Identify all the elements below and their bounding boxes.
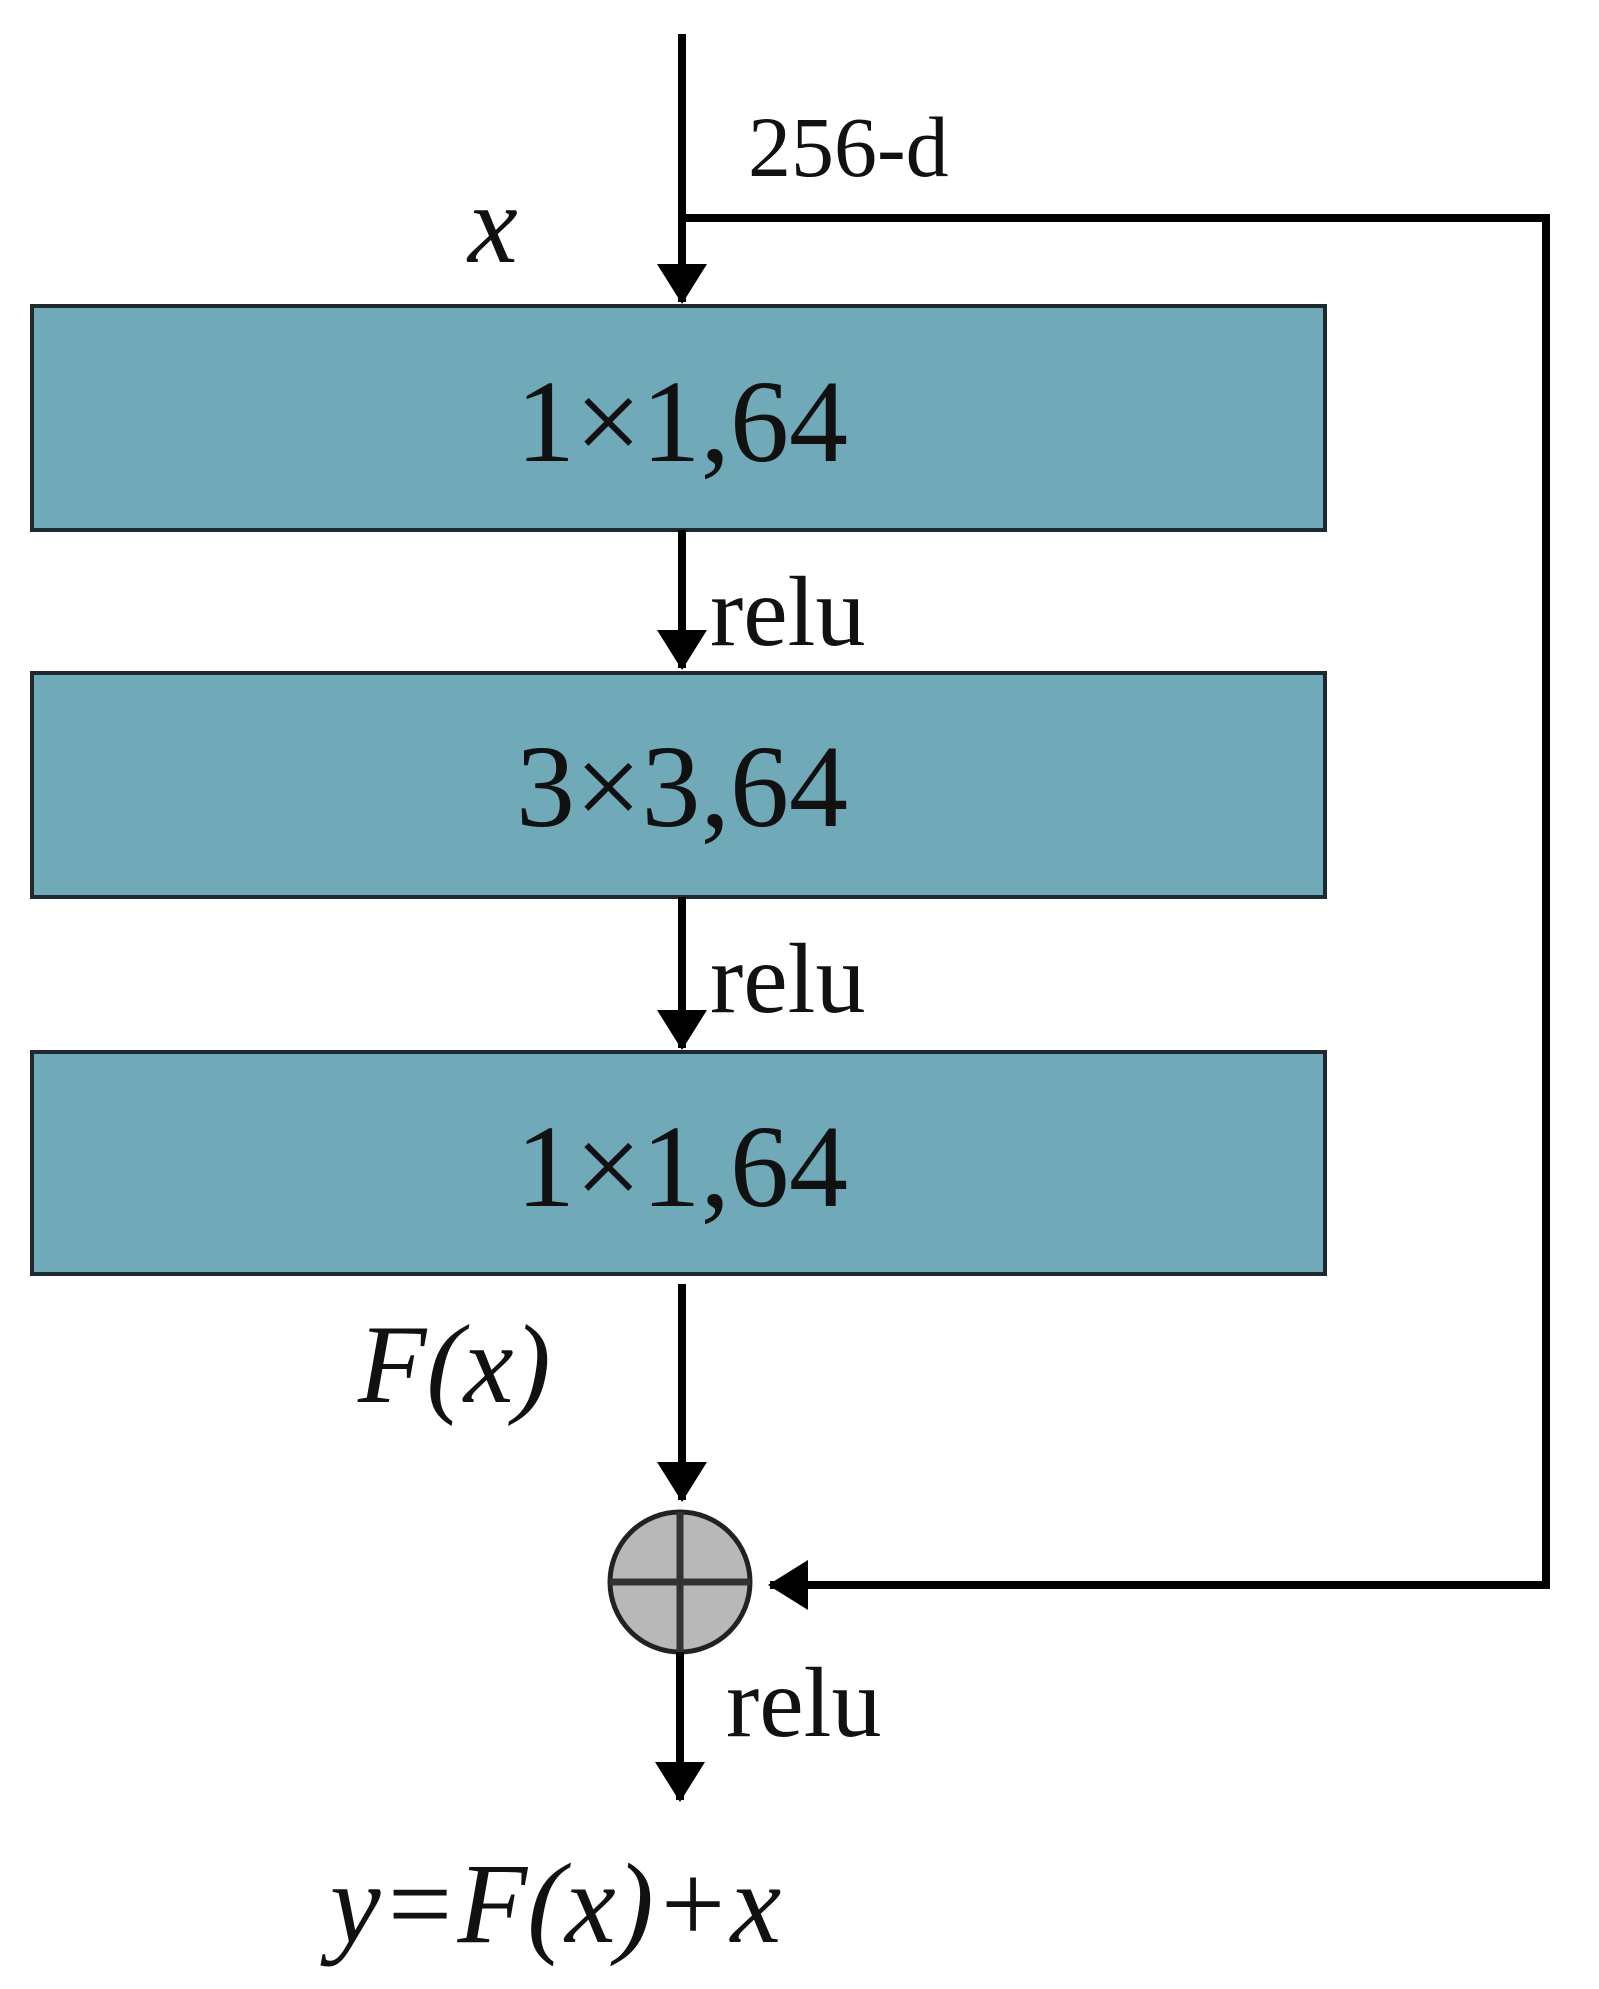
residual-fx-label: F(x) xyxy=(357,1303,551,1427)
conv-block-1-label: 1×1,64 xyxy=(516,356,848,487)
conv-block-3 xyxy=(30,1050,1327,1276)
skip-connection-line xyxy=(682,214,1550,1610)
output-equation: y=F(x)+x xyxy=(320,1840,781,1967)
plus-circle-icon xyxy=(607,1509,753,1655)
conv-block-1 xyxy=(30,304,1327,532)
relu-label-2: relu xyxy=(710,923,865,1034)
conv-block-3-label: 1×1,64 xyxy=(516,1101,848,1232)
conv-block-2-label: 3×3,64 xyxy=(516,721,848,852)
output-relu-label: relu xyxy=(726,1647,881,1758)
relu-label-1: relu xyxy=(710,556,865,667)
input-var-label: x xyxy=(466,163,518,287)
conv-block-2 xyxy=(30,671,1327,899)
input-dim-label: 256-d xyxy=(748,99,949,195)
